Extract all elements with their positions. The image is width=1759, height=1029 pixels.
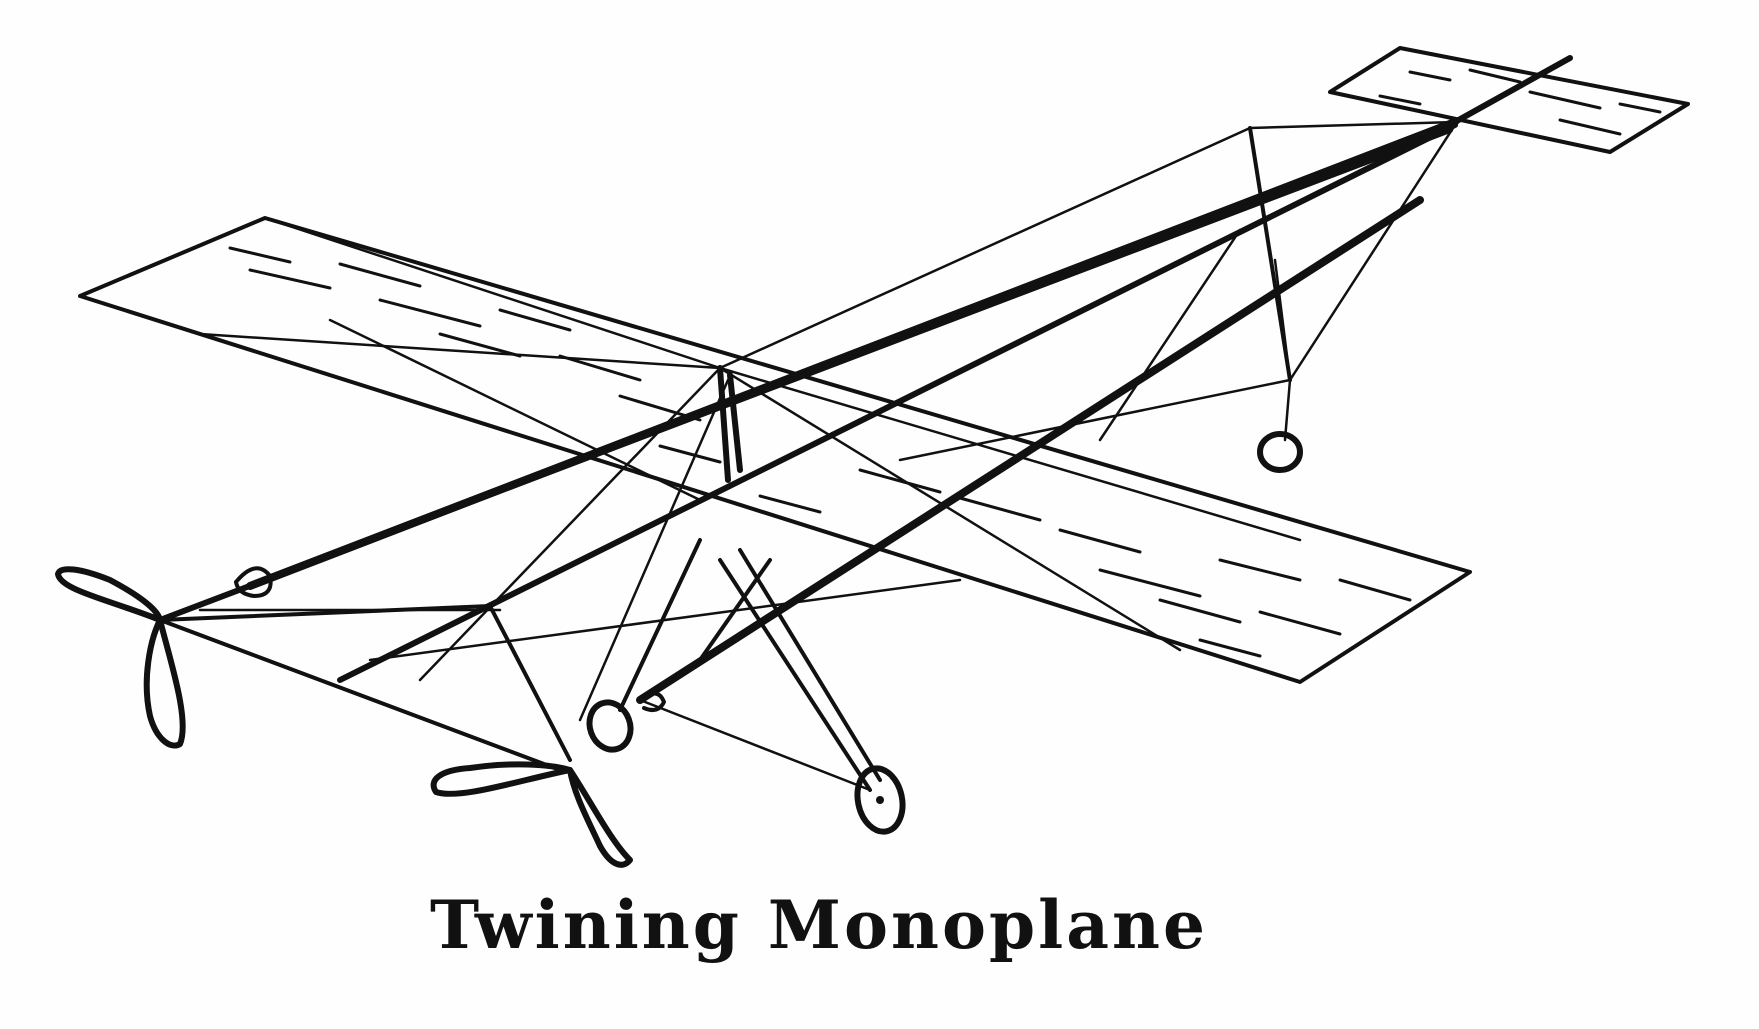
rear-propeller: [234, 566, 633, 868]
tail-bracing: [718, 120, 1457, 462]
main-wing: [78, 216, 1472, 684]
fuselage-frame: [157, 118, 1459, 772]
wing-pylon: [418, 365, 743, 722]
landing-gear: [618, 378, 1292, 792]
wheels: [586, 431, 1303, 835]
caption-title: Twining Monoplane: [430, 886, 1208, 964]
wing-bracing: [198, 216, 1302, 652]
front-propeller: [55, 566, 186, 749]
monoplane-illustration: [55, 46, 1690, 868]
tail-plane: [1328, 46, 1690, 154]
